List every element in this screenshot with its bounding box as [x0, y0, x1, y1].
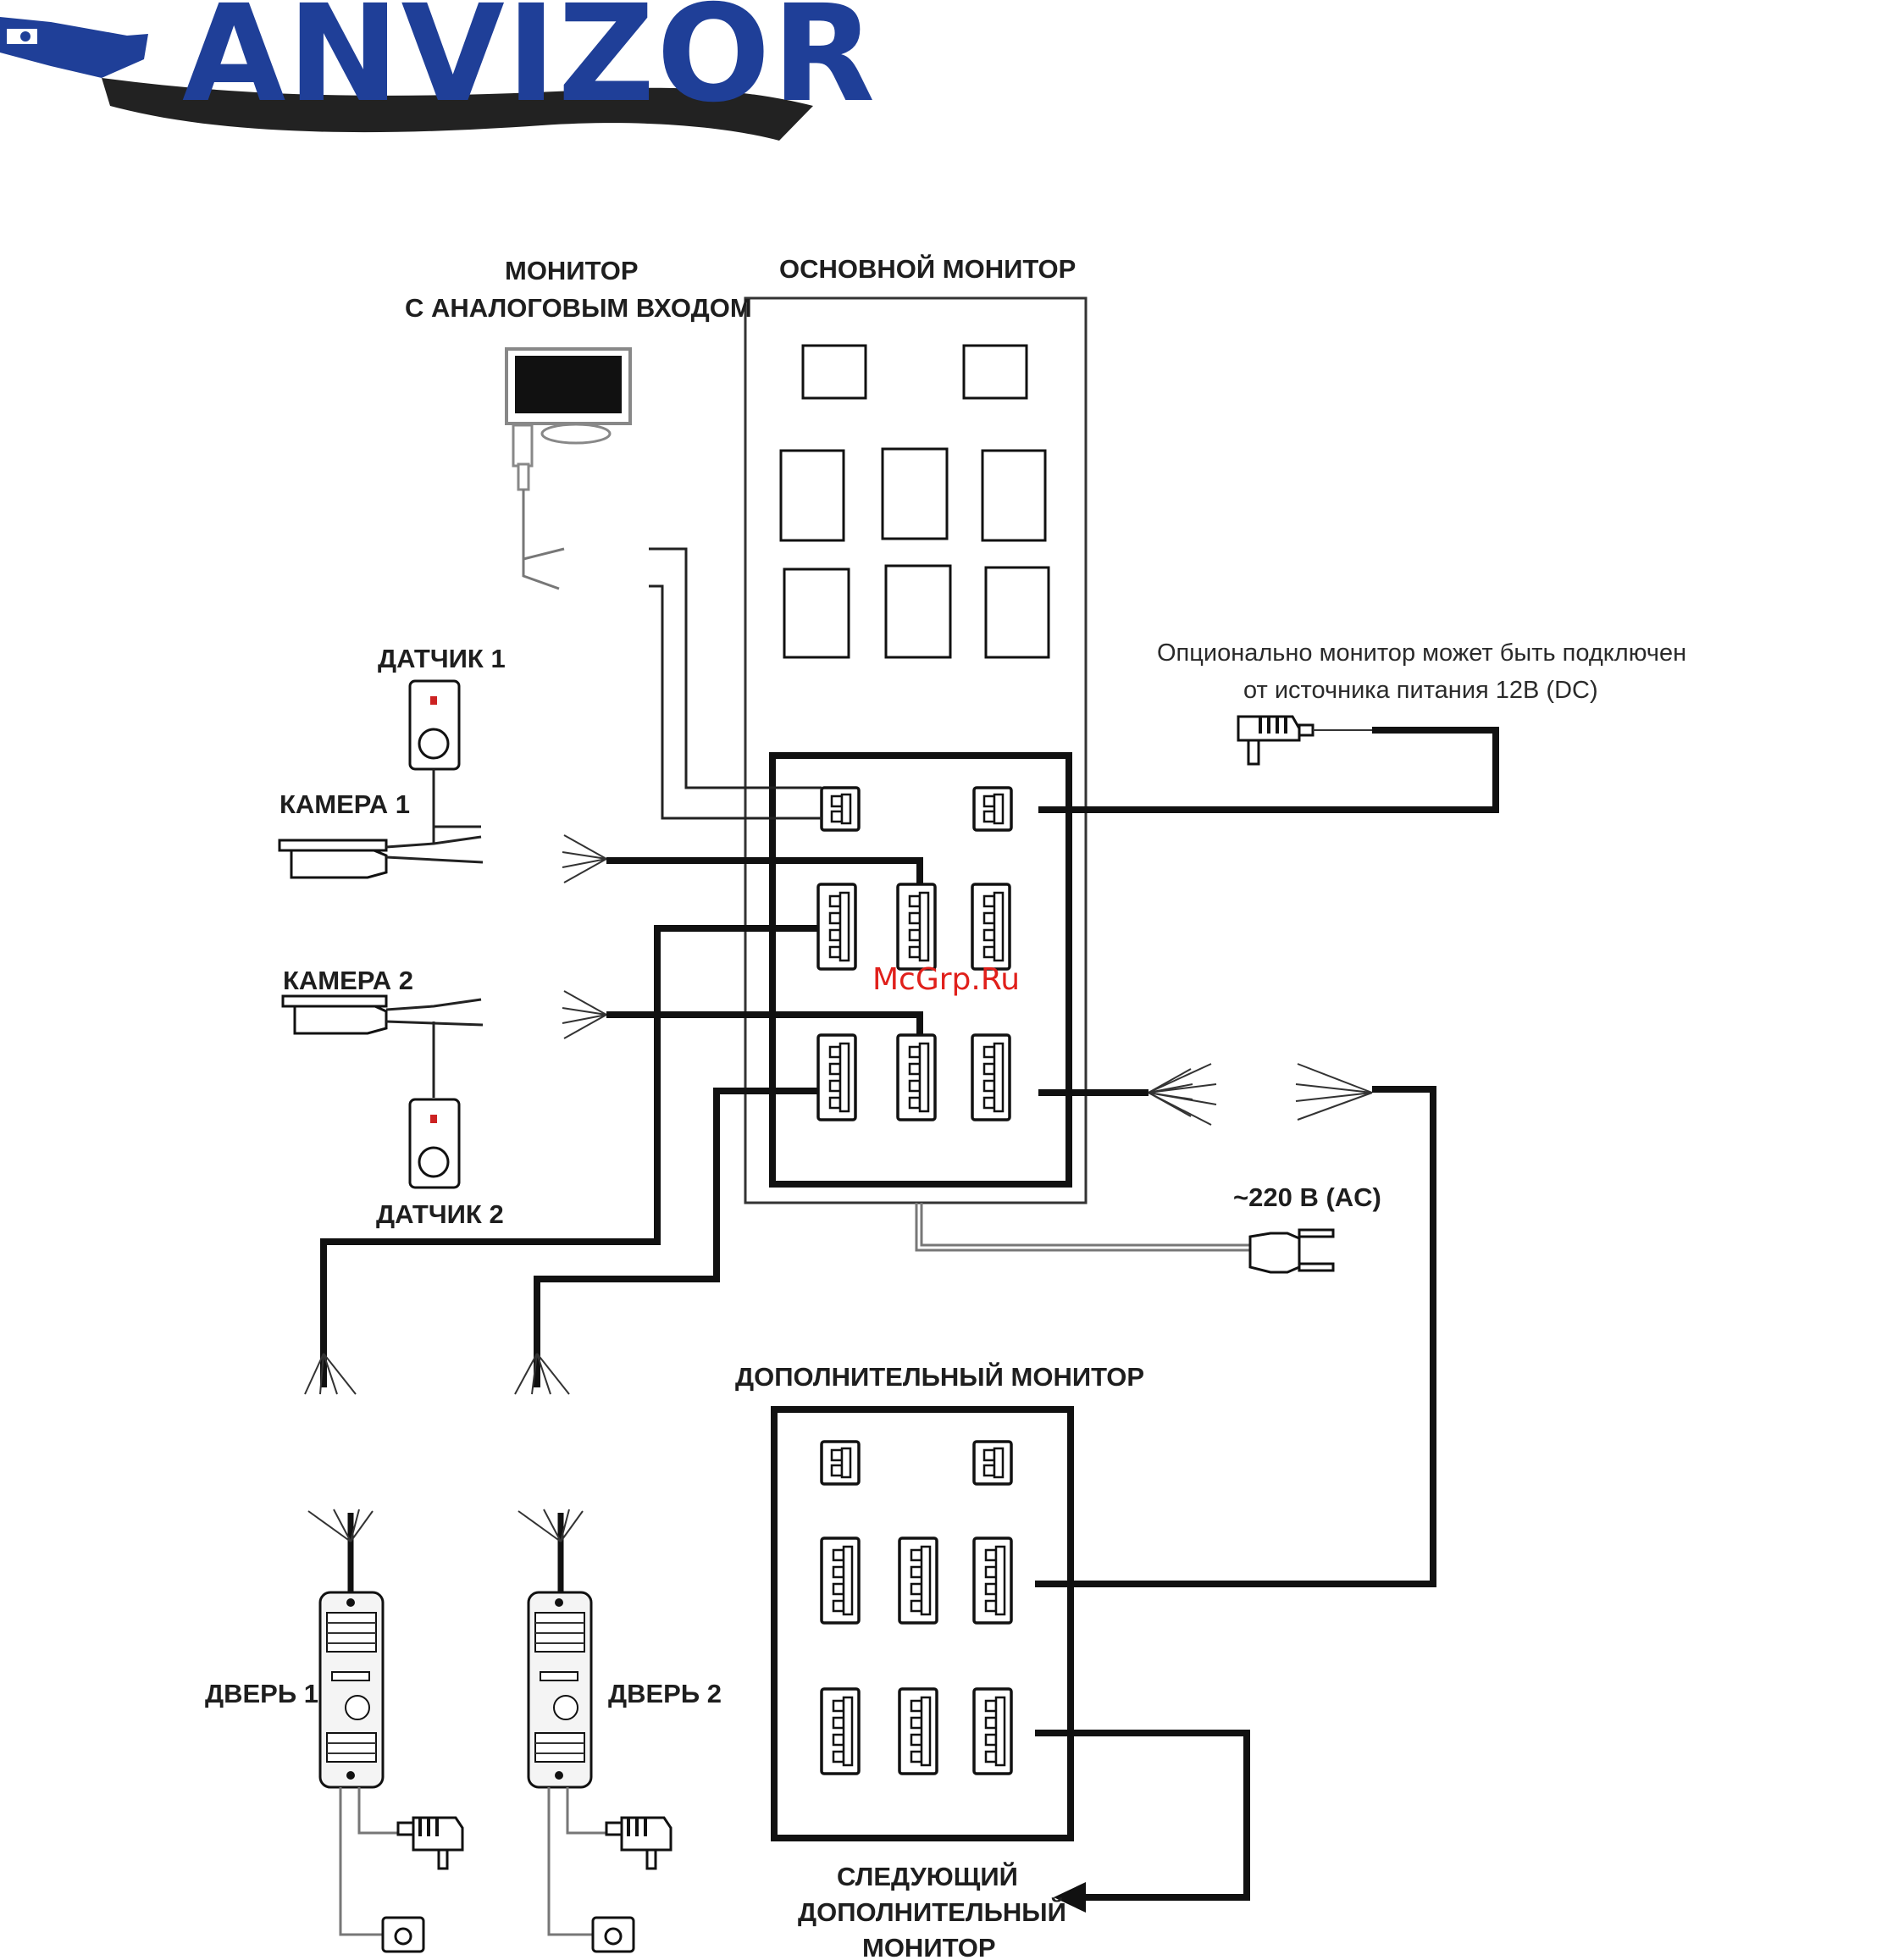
connector-icon	[818, 884, 855, 969]
connector-icon	[822, 1689, 859, 1774]
connector-icon	[822, 1442, 859, 1484]
next-monitor-label-1: СЛЕДУЮЩИЙ	[837, 1861, 1018, 1891]
door-panel-icon	[518, 1509, 591, 1787]
connector-icon	[822, 1538, 859, 1623]
connector-icon	[974, 788, 1011, 830]
optional-power-note-1: Опционально монитор может быть подключен	[1157, 639, 1686, 667]
sensor1-label: ДАТЧИК 1	[378, 644, 506, 673]
camera1-label: КАМЕРА 1	[280, 789, 410, 819]
camera-icon	[283, 996, 386, 1033]
watermark: McGrp.Ru	[872, 962, 1020, 997]
connector-icon	[898, 1035, 935, 1120]
connector-icon	[899, 1689, 937, 1774]
power-adapter-icon	[1238, 717, 1372, 764]
door2-label: ДВЕРЬ 2	[608, 1679, 722, 1708]
cable-spread	[305, 1354, 569, 1394]
ac-plug-icon	[1250, 1230, 1333, 1272]
main-monitor-label: ОСНОВНОЙ МОНИТОР	[779, 253, 1076, 284]
sensor-icon	[410, 1099, 459, 1188]
extra-monitor	[774, 1409, 1071, 1838]
lock-icon	[383, 1918, 423, 1952]
power-adapter-icon	[606, 1818, 671, 1869]
monitor-icon	[506, 349, 630, 589]
power-adapter-icon	[398, 1818, 462, 1869]
optional-power-note-2: от источника питания 12В (DC)	[1243, 677, 1598, 704]
connector-icon	[898, 884, 935, 969]
lock-icon	[593, 1918, 634, 1952]
connector-icon	[972, 1035, 1010, 1120]
camera-icon	[280, 840, 386, 878]
connector-icon	[974, 1442, 1011, 1484]
connector-icon	[822, 788, 859, 830]
camera2-label: КАМЕРА 2	[283, 966, 413, 995]
connector-icon	[974, 1689, 1011, 1774]
connector-icon	[899, 1538, 937, 1623]
connector-icon	[974, 1538, 1011, 1623]
next-monitor-label-3: МОНИТОР	[862, 1933, 996, 1960]
analog-monitor-label-1: МОНИТОР	[505, 256, 639, 285]
connector-icon	[818, 1035, 855, 1120]
connector-icon	[972, 884, 1010, 969]
ac-power-label: ~220 В (AC)	[1233, 1182, 1381, 1212]
sensor-icon	[410, 681, 459, 769]
door-panel-icon	[308, 1509, 383, 1787]
sensor2-label: ДАТЧИК 2	[376, 1199, 504, 1229]
brand-logo: ANVIZOR	[0, 0, 877, 141]
door1-label: ДВЕРЬ 1	[205, 1679, 318, 1708]
analog-monitor-label-2: С АНАЛОГОВЫМ ВХОДОМ	[405, 293, 752, 323]
next-monitor-label-2: ДОПОЛНИТЕЛЬНЫЙ	[798, 1896, 1066, 1927]
extra-monitor-label: ДОПОЛНИТЕЛЬНЫЙ МОНИТОР	[735, 1361, 1144, 1392]
main-monitor	[745, 298, 1086, 1203]
logo-text: ANVIZOR	[182, 0, 877, 132]
